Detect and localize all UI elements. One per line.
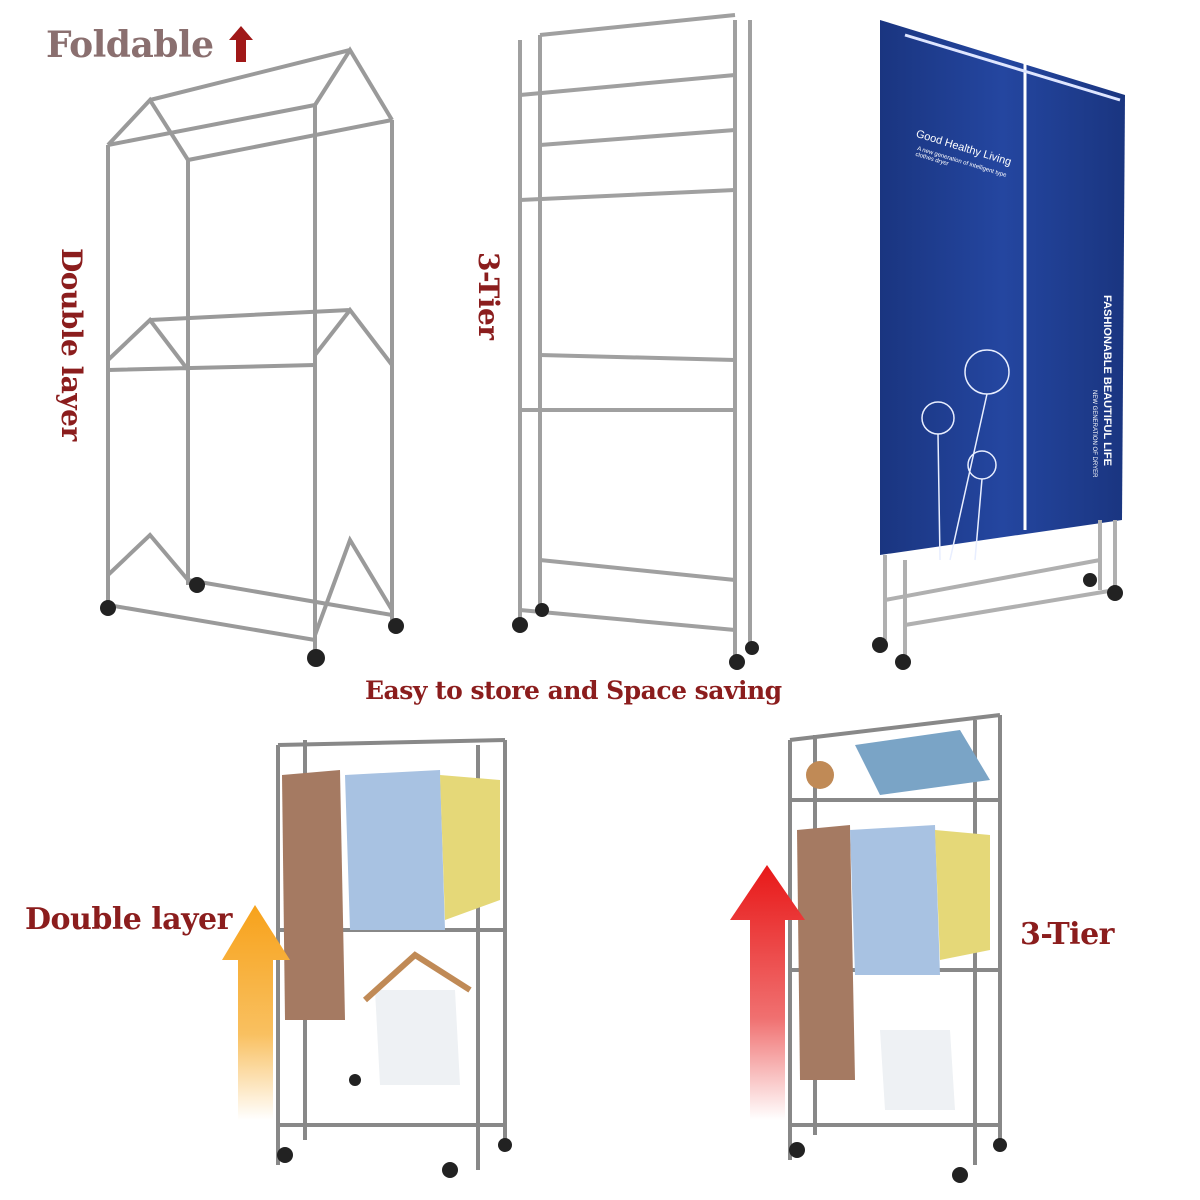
three-tier-rack-with-clothes [788, 713, 1007, 1183]
double-layer-label: Double layer [25, 902, 232, 937]
foldable-label: Foldable [46, 24, 214, 66]
red-arrow [730, 865, 805, 1120]
cover-sub-slogan: NEW GENERATION OF DRYER [1091, 390, 1097, 478]
three-tier-rack [518, 13, 752, 660]
three-tier-label: 3-Tier [1020, 917, 1114, 952]
foldable-arrow [229, 26, 253, 62]
double-layer-rack-with-clothes [276, 738, 512, 1178]
wheels [100, 577, 404, 667]
double-layer-vertical-label: Double layer [55, 248, 88, 441]
covered-dryer [872, 20, 1125, 670]
orange-arrow [222, 905, 290, 1120]
cover-slogan: FASHIONABLE BEAUTIFUL LIFE [1101, 295, 1113, 466]
easy-store-label: Easy to store and Space saving [365, 676, 782, 705]
foldable-rack [106, 46, 394, 655]
three-tier-vertical-label: 3-Tier [472, 252, 505, 340]
